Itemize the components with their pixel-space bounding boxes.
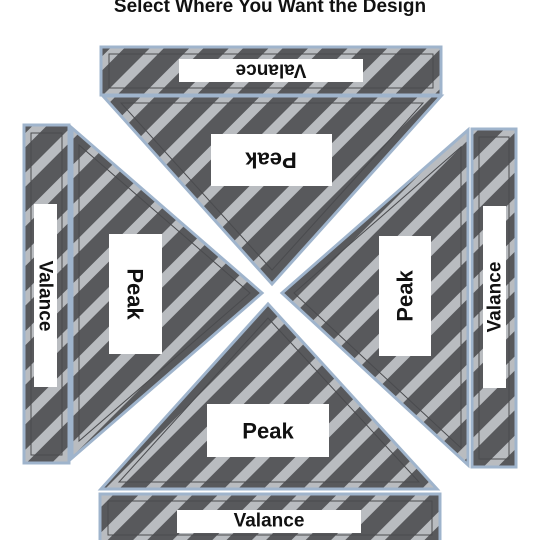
- peak-top[interactable]: Peak: [99, 94, 445, 287]
- peak-left-label: Peak: [123, 268, 148, 320]
- valance-right-label-box: [483, 206, 506, 388]
- peak-left-fabric: [70, 124, 265, 462]
- peak-top-label-box: [211, 134, 332, 186]
- valance-left[interactable]: Valance: [22, 123, 71, 465]
- peak-top-fabric: [99, 94, 445, 287]
- peak-top-inner-trim: [119, 102, 425, 271]
- valance-top[interactable]: Valance: [99, 45, 443, 97]
- peak-bottom-label: Peak: [242, 419, 294, 444]
- peak-top-label: Peak: [245, 148, 297, 173]
- valance-bottom[interactable]: Valance: [98, 492, 442, 540]
- peak-right-fabric: [279, 126, 470, 469]
- valance-left-label: Valance: [35, 261, 56, 332]
- valance-bottom-label: Valance: [234, 511, 305, 532]
- page-title: Select Where You Want the Design: [113, 0, 427, 17]
- valance-top-label: Valance: [236, 60, 307, 81]
- peak-right-label: Peak: [393, 270, 418, 322]
- valance-bottom-label-box: [177, 510, 361, 533]
- peak-bottom-label-box: [207, 404, 329, 457]
- valance-right-inner-trim: [478, 136, 510, 460]
- peak-bottom[interactable]: Peak: [97, 301, 441, 491]
- peak-left[interactable]: Peak: [70, 124, 265, 462]
- valance-left-inner-trim: [30, 132, 63, 456]
- valance-right-label: Valance: [485, 262, 506, 333]
- valance-right[interactable]: Valance: [470, 127, 518, 469]
- valance-top-label-box: [179, 59, 363, 82]
- valance-top-inner-trim: [108, 53, 434, 89]
- peak-right-label-box: [379, 236, 431, 356]
- peak-left-inner-trim: [78, 143, 251, 443]
- peak-bottom-fabric: [97, 301, 441, 491]
- peak-bottom-inner-trim: [117, 317, 421, 483]
- peak-right[interactable]: Peak: [279, 126, 470, 469]
- peak-left-label-box: [109, 234, 162, 354]
- peak-right-inner-trim: [293, 145, 462, 450]
- valance-bottom-inner-trim: [107, 500, 433, 536]
- valance-left-label-box: [34, 204, 57, 387]
